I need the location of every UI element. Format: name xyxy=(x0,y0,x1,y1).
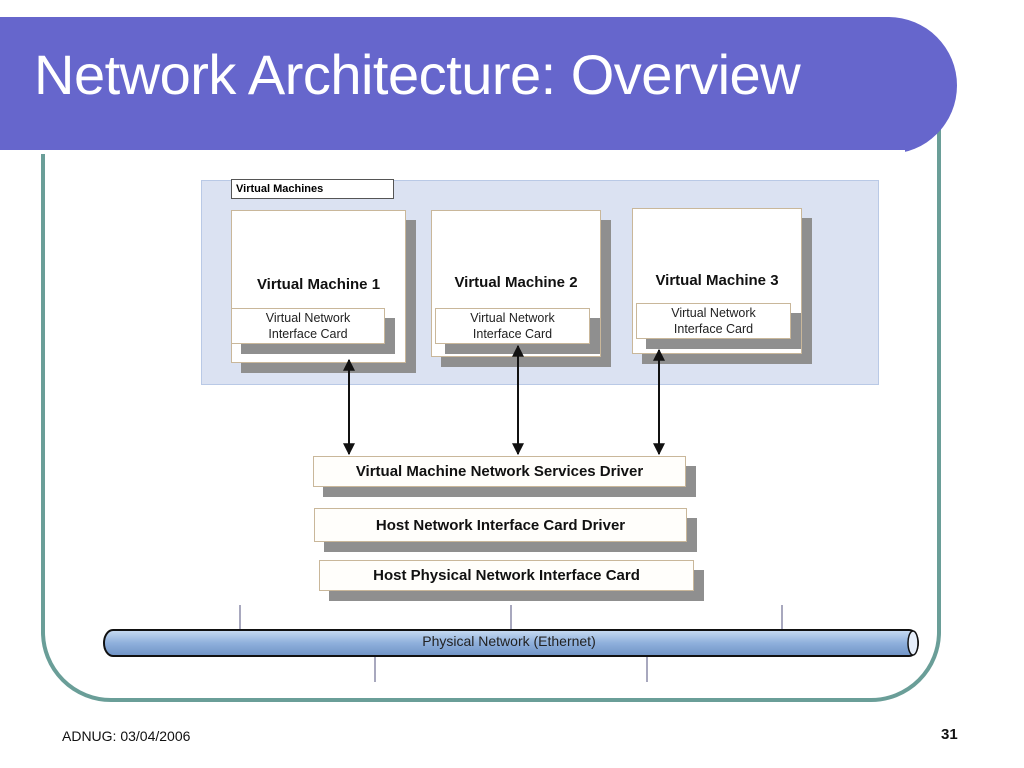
virtual-nic-1: Virtual Network Interface Card xyxy=(231,308,395,354)
virtual-nic-3: Virtual Network Interface Card xyxy=(636,303,801,349)
vm-title: Virtual Machine 1 xyxy=(256,276,381,293)
title-bar xyxy=(0,17,957,154)
nic-label-line1: Virtual Network xyxy=(671,306,756,320)
virtual-nic-2: Virtual Network Interface Card xyxy=(435,308,600,354)
physical-network-label: Physical Network (Ethernet) xyxy=(422,633,596,649)
slide-title: Network Architecture: Overview xyxy=(34,43,801,106)
nic-label-line1: Virtual Network xyxy=(470,311,555,325)
layer-label: Virtual Machine Network Services Driver xyxy=(355,463,644,480)
nic-label-line2: Interface Card xyxy=(673,322,754,336)
layer-label: Host Network Interface Card Driver xyxy=(375,516,626,534)
layer-host-physical-nic: Host Physical Network Interface Card xyxy=(319,560,704,601)
footer-text: ADNUG: 03/04/2006 xyxy=(62,728,191,744)
pipe-end-cap xyxy=(907,630,919,656)
layer-vm-network-services-driver: Virtual Machine Network Services Driver xyxy=(313,456,696,497)
vm-title: Virtual Machine 3 xyxy=(655,272,779,289)
layer-label: Host Physical Network Interface Card xyxy=(373,567,640,584)
vm-title: Virtual Machine 2 xyxy=(454,274,578,291)
nic-label-line2: Interface Card xyxy=(268,327,348,341)
virtual-machines-label: Virtual Machines xyxy=(231,179,394,199)
page-number: 31 xyxy=(941,726,958,743)
title-underline xyxy=(0,150,905,154)
layer-host-nic-driver: Host Network Interface Card Driver xyxy=(314,508,697,552)
nic-label-line2: Interface Card xyxy=(472,327,553,341)
nic-label-line1: Virtual Network xyxy=(265,311,351,325)
